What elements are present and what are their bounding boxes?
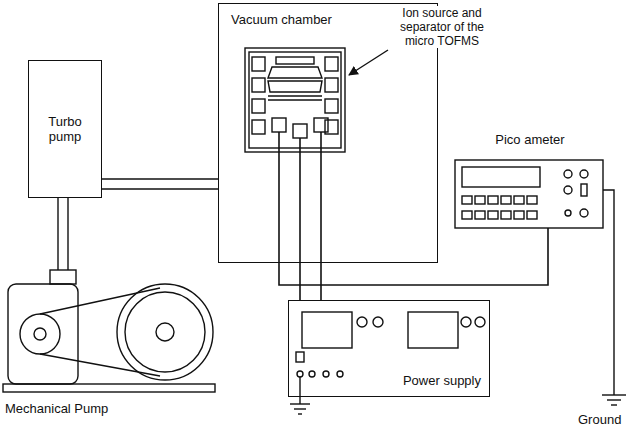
- pump-node: Mechanical Pump: [3, 262, 218, 422]
- pipe-connector: [58, 198, 68, 270]
- supply-box: Power supply: [288, 300, 490, 397]
- node-label: Turbo pump: [35, 114, 95, 144]
- node-label: Pico ameter: [495, 132, 564, 147]
- ameter-drawing: [455, 160, 603, 228]
- node-label: Mechanical Pump: [5, 401, 108, 416]
- pump-drawing: [3, 270, 215, 392]
- ground-label: Ground: [578, 412, 621, 427]
- ground-symbol: [602, 190, 626, 405]
- callout-label: Ion source and separator of the micro TO…: [390, 6, 494, 48]
- tofms-chip: [245, 48, 345, 152]
- node-label: Vacuum chamber: [231, 12, 332, 27]
- supply-drawing: [290, 312, 485, 414]
- inner-wire: [279, 132, 321, 300]
- node-label: Power supply: [403, 373, 481, 388]
- wire-connector: [300, 263, 301, 300]
- pump-box: Turbo pump: [28, 60, 102, 198]
- wire-connector: [279, 228, 548, 285]
- leader-arrow: [349, 50, 388, 75]
- ameter-node: Pico ameter: [452, 130, 608, 228]
- pipe-connector: [102, 179, 218, 189]
